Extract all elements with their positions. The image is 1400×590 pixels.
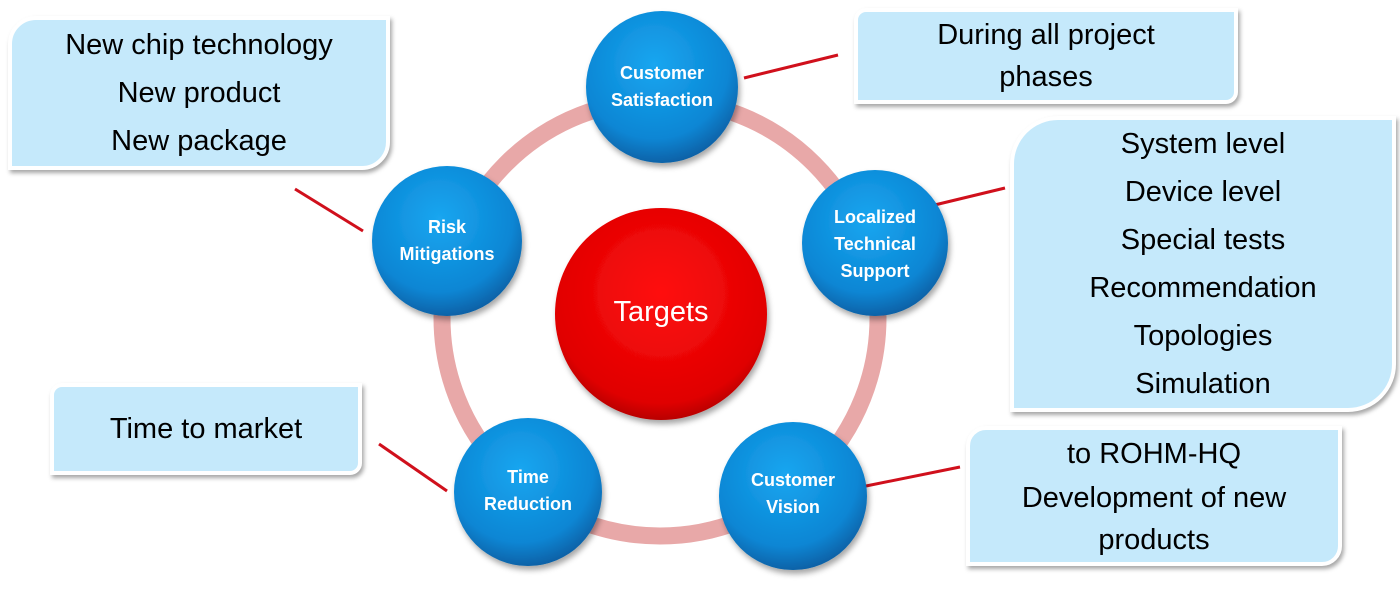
connector-customer-vision [865, 465, 961, 488]
node-line: Localized [833, 206, 917, 227]
box-line: New package [111, 125, 287, 157]
box-line: phases [999, 61, 1093, 93]
center-node[interactable] [555, 208, 767, 420]
node-label-customer-vision: Customer Vision [719, 462, 867, 526]
box-line: New product [117, 77, 281, 109]
node-line: Reduction [484, 494, 572, 514]
connector-customer-satisfaction [743, 53, 839, 80]
node-customer-satisfaction[interactable] [586, 11, 738, 163]
box-line: products [1098, 524, 1210, 556]
node-line: Technical [834, 233, 916, 254]
box-line: During all project [937, 19, 1155, 51]
node-line: Time [507, 467, 549, 487]
box-line: Recommendation [1089, 272, 1317, 304]
box-line: Special tests [1120, 224, 1286, 256]
box-line: Time to market [109, 413, 303, 445]
node-label-customer-satisfaction: Customer Satisfaction [586, 52, 738, 122]
node-customer-vision[interactable] [719, 422, 867, 570]
time-box: Time to market [50, 383, 362, 475]
node-risk-mitigations[interactable] [372, 166, 522, 316]
node-line: Satisfaction [610, 90, 714, 110]
box-line: New chip technology [65, 29, 333, 61]
node-line: Vision [766, 497, 820, 517]
connector-risk-mitigations [294, 187, 364, 233]
node-line: Customer [750, 470, 835, 490]
node-label-localized-technical-support: Localized Technical Support [802, 203, 948, 285]
vision-box: to ROHM-HQ Development of new products [966, 426, 1342, 566]
node-line: Customer [619, 63, 704, 83]
node-localized-technical-support[interactable] [802, 170, 948, 316]
box-line: to ROHM-HQ [1067, 438, 1241, 470]
connector-time-reduction [378, 442, 448, 493]
node-line: Mitigations [399, 244, 495, 264]
box-line: Device level [1124, 176, 1282, 208]
box-line: System level [1120, 128, 1286, 160]
node-label-time-reduction: Time Reduction [454, 459, 602, 523]
box-line: Development of new [1021, 482, 1287, 514]
node-line: Support [840, 260, 910, 281]
center-label: Targets [613, 296, 709, 328]
box-line: Topologies [1133, 320, 1273, 352]
risk-box: New chip technology New product New pack… [8, 16, 390, 170]
node-line: Risk [427, 217, 467, 237]
support-box: System level Device level Special tests … [1010, 116, 1396, 412]
node-label-risk-mitigations: Risk Mitigations [372, 209, 522, 273]
node-time-reduction[interactable] [454, 418, 602, 566]
satisfaction-box: During all project phases [854, 8, 1238, 104]
box-line: Simulation [1135, 368, 1271, 400]
